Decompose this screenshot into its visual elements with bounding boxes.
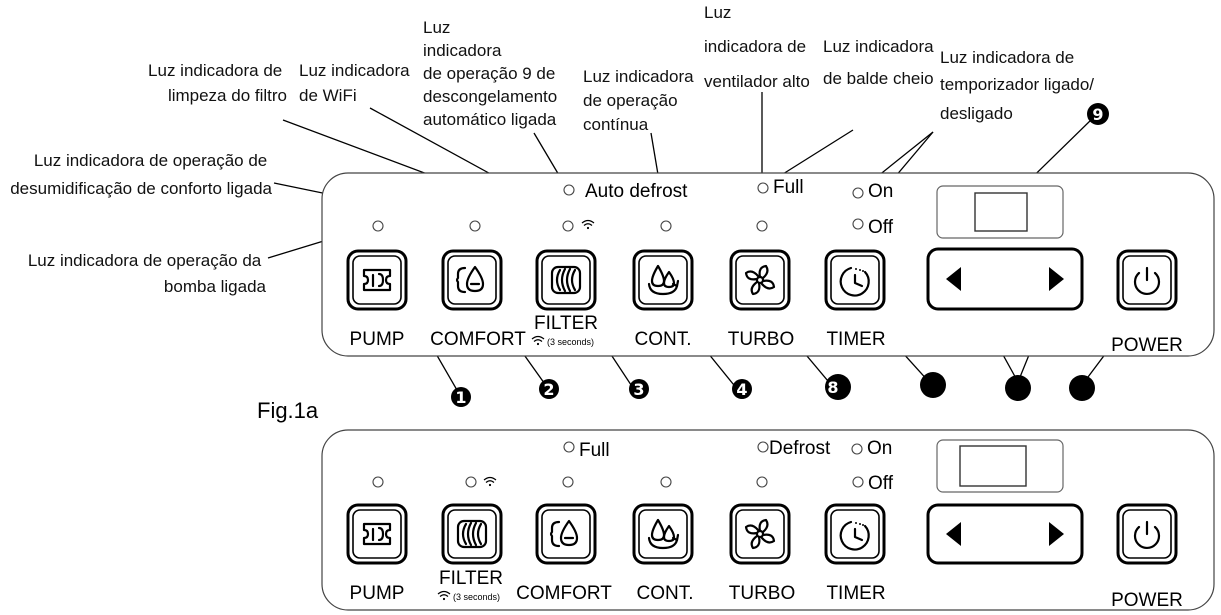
svg-text:9: 9	[1092, 105, 1103, 124]
label-full: Full	[773, 177, 804, 198]
cont-button[interactable]	[632, 503, 694, 565]
label-pump: PUMP	[350, 329, 405, 350]
comfort-button[interactable]	[535, 503, 597, 565]
pump-button[interactable]	[346, 249, 408, 311]
led-turbo	[756, 476, 768, 488]
marker-3: 3	[629, 379, 649, 399]
display-screen	[959, 445, 1027, 487]
power-button[interactable]	[1116, 503, 1178, 565]
marker-dot	[920, 372, 946, 398]
label-off: Off	[868, 217, 894, 238]
callout-continuous-light: Luz indicadora de operação contínua	[583, 67, 698, 134]
callout-fan-high-light: Luz indicadora de ventilador alto	[704, 3, 811, 91]
label-auto-defrost: Auto defrost	[585, 181, 688, 202]
led-comfort	[562, 476, 574, 488]
led-comfort	[469, 220, 481, 232]
led-cont	[660, 220, 672, 232]
marker-2: 2	[539, 379, 559, 399]
label-comfort: COMFORT	[516, 583, 612, 604]
filter-button[interactable]	[535, 249, 597, 311]
label-filter: FILTER	[534, 313, 598, 334]
pump-button[interactable]	[346, 503, 408, 565]
label-cont: CONT.	[637, 583, 694, 604]
led-filter	[465, 476, 477, 488]
arrow-keys[interactable]	[926, 503, 1084, 565]
label-off: Off	[868, 473, 894, 494]
callout-defrost-light: Luz indicadora de operação 9 de desconge…	[423, 18, 562, 129]
callout-timer-light: Luz indicadora de temporizador ligado/ d…	[940, 48, 1099, 123]
led-defrost	[757, 441, 769, 453]
led-pump	[372, 476, 384, 488]
led-off	[852, 476, 864, 488]
marker-9: 9	[1087, 103, 1109, 125]
label-filter-subtext: (3 seconds)	[453, 592, 500, 602]
label-filter-subtext: (3 seconds)	[547, 337, 594, 347]
led-cont	[660, 476, 672, 488]
arrow-right-icon[interactable]	[1049, 267, 1064, 291]
callout-pump-light: Luz indicadora de operação da bomba liga…	[28, 251, 267, 296]
figure-label: Fig.1a	[257, 398, 319, 423]
marker-dot	[1069, 375, 1095, 401]
label-full: Full	[579, 440, 610, 461]
label-turbo: TURBO	[729, 583, 796, 604]
display-screen	[974, 192, 1028, 232]
svg-text:2: 2	[543, 380, 554, 399]
marker-4: 4	[732, 379, 752, 399]
filter-button[interactable]	[441, 503, 503, 565]
label-timer: TIMER	[826, 329, 885, 350]
marker-dot	[1005, 375, 1031, 401]
label-on: On	[867, 438, 892, 459]
label-pump: PUMP	[350, 583, 405, 604]
label-filter: FILTER	[439, 568, 503, 589]
led-off	[852, 218, 864, 230]
cont-button[interactable]	[632, 249, 694, 311]
timer-button[interactable]	[824, 503, 886, 565]
comfort-button[interactable]	[441, 249, 503, 311]
led-filter	[562, 220, 574, 232]
led-pump	[372, 220, 384, 232]
label-defrost: Defrost	[769, 438, 831, 459]
led-full	[563, 441, 575, 453]
callout-filter-light: Luz indicadora de limpeza do filtro	[148, 61, 287, 105]
led-on	[851, 443, 863, 455]
svg-text:3: 3	[633, 380, 644, 399]
callout-comfort-light: Luz indicadora de operação de desumidifi…	[10, 151, 272, 198]
label-on: On	[868, 181, 893, 202]
power-button[interactable]	[1116, 249, 1178, 311]
arrow-right-icon[interactable]	[1049, 522, 1064, 546]
label-cont: CONT.	[635, 329, 692, 350]
label-turbo: TURBO	[728, 329, 795, 350]
label-comfort: COMFORT	[430, 329, 526, 350]
svg-text:1: 1	[455, 388, 466, 407]
callout-wifi-light: Luz indicadora de WiFi	[299, 61, 414, 105]
led-full	[757, 182, 769, 194]
led-turbo	[756, 220, 768, 232]
marker-8: 8	[825, 374, 851, 400]
timer-button[interactable]	[824, 249, 886, 311]
callout-bucket-full-light: Luz indicadora de balde cheio	[823, 37, 938, 88]
label-power: POWER	[1111, 335, 1183, 356]
arrow-left-icon[interactable]	[946, 522, 961, 546]
led-auto-defrost	[563, 184, 575, 196]
svg-text:8: 8	[827, 378, 838, 397]
led-on	[852, 187, 864, 199]
marker-1: 1	[451, 387, 471, 407]
arrow-keys[interactable]	[926, 247, 1084, 311]
turbo-button[interactable]	[729, 249, 791, 311]
svg-text:4: 4	[736, 380, 747, 399]
turbo-button[interactable]	[729, 503, 791, 565]
label-power: POWER	[1111, 590, 1183, 611]
label-timer: TIMER	[826, 583, 885, 604]
arrow-left-icon[interactable]	[946, 267, 961, 291]
